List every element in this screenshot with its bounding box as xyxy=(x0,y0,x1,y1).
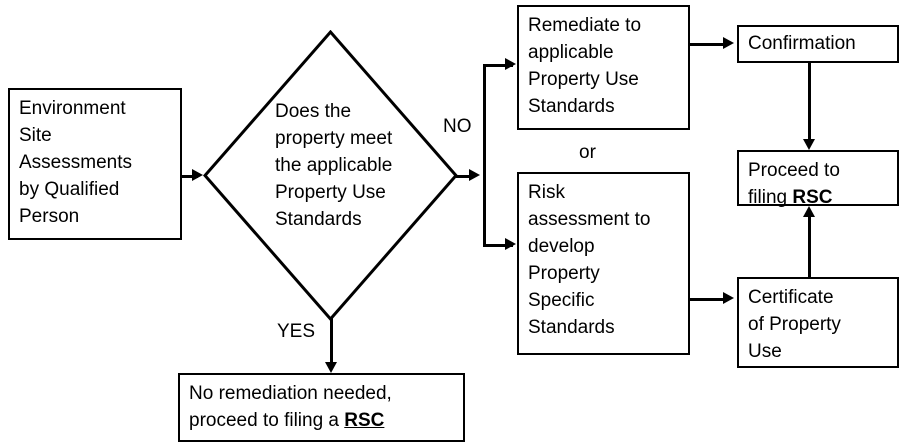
node-proceed-rsc[interactable]: Proceed to filing RSC xyxy=(737,150,899,208)
node-no-remediation-emphasis: RSC xyxy=(344,410,385,431)
edge-decision-yes xyxy=(330,318,333,366)
edge-confirmation-to-proceed xyxy=(808,63,811,141)
edge-assessment-to-decision xyxy=(182,175,198,178)
arrow-decision-yes xyxy=(325,362,337,373)
arrow-risk-to-certificate xyxy=(723,292,734,304)
arrow-assessment-to-decision xyxy=(192,169,203,181)
node-remediate[interactable]: Remediate to applicable Property Use Sta… xyxy=(517,5,690,130)
arrow-certificate-to-proceed xyxy=(803,206,815,217)
node-proceed-rsc-emphasis: RSC xyxy=(792,187,833,208)
arrow-confirmation-to-proceed xyxy=(803,139,815,150)
node-certificate-of-property-use[interactable]: Certificate of Property Use xyxy=(737,277,899,368)
arrow-remediate-to-confirmation xyxy=(723,37,734,49)
node-decision-label: Does the property meet the applicable Pr… xyxy=(275,101,393,230)
edge-remediate-to-confirmation xyxy=(690,43,728,46)
edge-bus-to-risk-assessment xyxy=(483,244,513,247)
edge-label-no: NO xyxy=(443,116,472,137)
edge-bus-to-remediate xyxy=(483,64,513,67)
node-no-remediation-prefix: No remediation needed, proceed to filing… xyxy=(189,383,392,431)
edge-risk-to-certificate xyxy=(690,298,728,301)
edge-label-or: or xyxy=(579,142,596,163)
node-risk-assessment[interactable]: Risk assessment to develop Property Spec… xyxy=(517,172,690,355)
edge-label-yes: YES xyxy=(277,321,316,342)
node-no-remediation[interactable]: No remediation needed, proceed to filing… xyxy=(178,373,465,442)
edge-no-branch-bus xyxy=(483,64,486,244)
arrow-decision-no-stub xyxy=(469,169,480,181)
edge-certificate-to-proceed xyxy=(808,215,811,277)
arrow-bus-to-risk-assessment xyxy=(505,238,516,250)
arrow-bus-to-remediate xyxy=(505,58,516,70)
node-proceed-rsc-prefix: Proceed to filing xyxy=(748,160,840,208)
node-confirmation[interactable]: Confirmation xyxy=(737,25,899,63)
node-site-assessment[interactable]: Environment Site Assessments by Qualifie… xyxy=(8,88,182,240)
edge-decision-no-stub xyxy=(456,175,474,178)
